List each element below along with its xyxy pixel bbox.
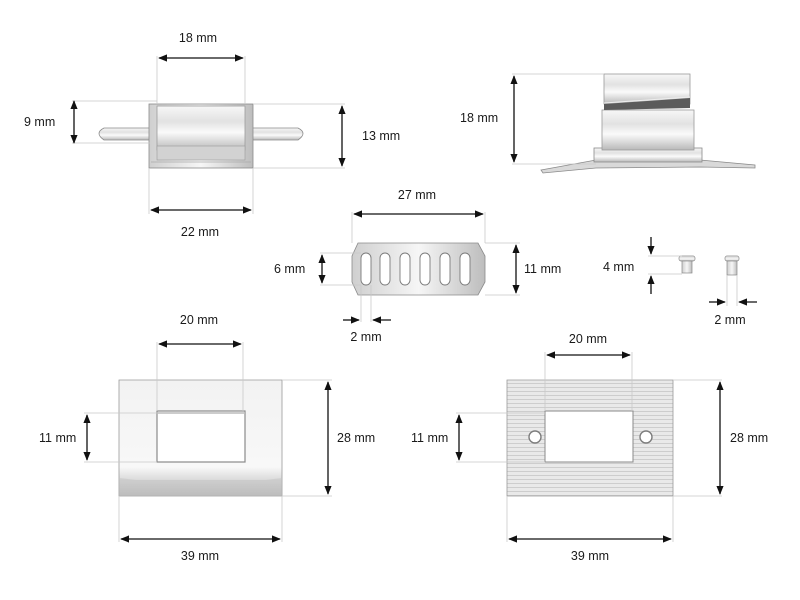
- front-frame-window: [156, 410, 246, 463]
- rivet-side: [678, 255, 696, 274]
- locking-plate-slots: [360, 252, 471, 286]
- dim-label-width-top: 27 mm: [398, 188, 436, 202]
- dim-label-slot-height: 6 mm: [274, 262, 305, 276]
- plate-slot: [459, 252, 471, 286]
- dim-label-width-top: 18 mm: [179, 31, 217, 45]
- back-plate-window: [544, 410, 634, 463]
- rivets: 4 mm 2 mm: [603, 237, 757, 327]
- lock-side-view: 18 mm: [460, 73, 756, 174]
- dim-label-plate-height: 28 mm: [730, 431, 768, 445]
- dim-label-rivet-height: 4 mm: [603, 260, 634, 274]
- plate-slot: [399, 252, 411, 286]
- dim-label-height-right: 13 mm: [362, 129, 400, 143]
- plate-slot: [419, 252, 431, 286]
- back-plate-hole-left: [528, 430, 542, 444]
- lock-front-view: 18 mm 9 mm 13 mm 22 mm: [24, 31, 400, 239]
- dim-label-plate-height: 11 mm: [524, 262, 561, 276]
- dim-label-height-left: 18 mm: [460, 111, 498, 125]
- plate-slot: [360, 252, 372, 286]
- back-plate: 20 mm 11 mm 28 mm 39 mm: [411, 332, 768, 563]
- back-plate-hole-right: [639, 430, 653, 444]
- plate-slot: [379, 252, 391, 286]
- rivet-front: [724, 255, 740, 276]
- dim-label-plate-width: 39 mm: [571, 549, 609, 563]
- dim-label-window-width: 20 mm: [180, 313, 218, 327]
- dim-label-frame-height: 28 mm: [337, 431, 375, 445]
- locking-plate: 27 mm 6 mm 11 mm 2 mm: [274, 188, 561, 344]
- dim-label-window-height: 11 mm: [411, 431, 448, 445]
- dim-label-window-height: 11 mm: [39, 431, 76, 445]
- dim-label-frame-width: 39 mm: [181, 549, 219, 563]
- front-frame: 20 mm 11 mm 28 mm 39 mm: [39, 313, 375, 563]
- dim-label-height-left: 9 mm: [24, 115, 55, 129]
- lock-side-body: [601, 109, 695, 151]
- lock-prong-right: [251, 127, 304, 141]
- dim-label-width-bottom: 22 mm: [181, 225, 219, 239]
- lock-body: [156, 105, 246, 151]
- lock-prong-left: [98, 127, 151, 141]
- dim-label-rivet-width: 2 mm: [714, 313, 745, 327]
- dim-label-slot-width: 2 mm: [350, 330, 381, 344]
- plate-slot: [439, 252, 451, 286]
- dim-label-window-width: 20 mm: [569, 332, 607, 346]
